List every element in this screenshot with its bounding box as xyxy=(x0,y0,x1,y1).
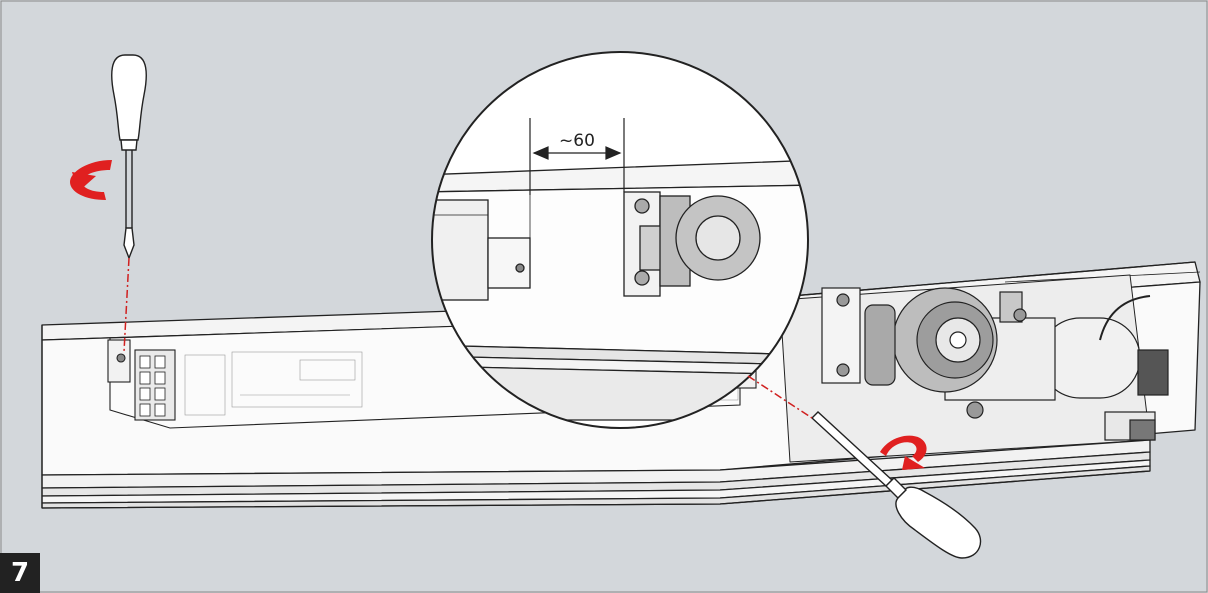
rotation-arrow-icon xyxy=(70,160,112,200)
step-number-badge: 7 xyxy=(0,553,40,593)
dimension-label: ~60 xyxy=(559,131,595,151)
dimension-marker xyxy=(529,118,625,195)
alignment-line-right xyxy=(747,375,813,419)
motor-gearbox xyxy=(821,287,1169,441)
detail-magnifier: ~60 xyxy=(431,51,809,429)
screwdriver-icon-right xyxy=(810,411,982,559)
screwdriver-icon xyxy=(111,54,147,260)
rotation-arrow-icon-right xyxy=(880,435,927,470)
